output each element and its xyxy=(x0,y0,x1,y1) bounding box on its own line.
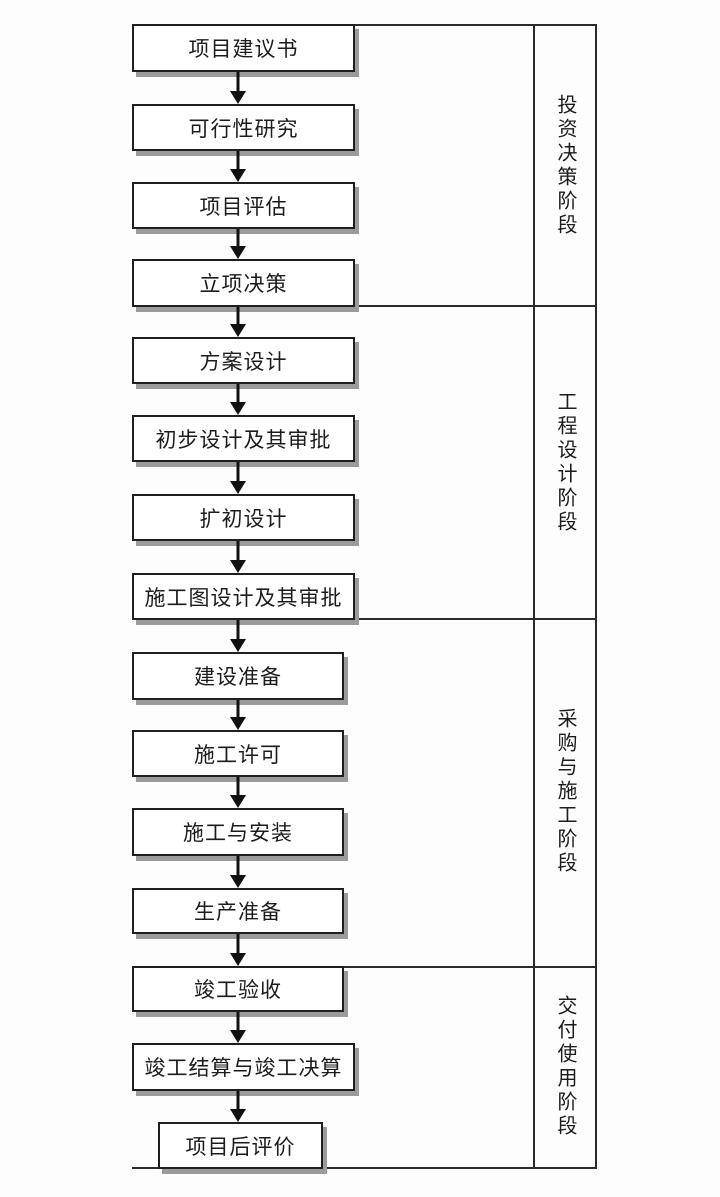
down-arrow-icon xyxy=(230,541,246,573)
arrow-head xyxy=(230,246,246,259)
flow-step-label: 初步设计及其审批 xyxy=(155,427,332,452)
arrow-head xyxy=(230,324,246,337)
flow-step-label: 施工与安装 xyxy=(183,821,293,845)
phase-column-border xyxy=(533,24,597,1169)
phase-divider-line-1 xyxy=(132,305,597,307)
phase-label-delivery-use: 交付使用阶段 xyxy=(533,966,597,1167)
phase-label-investment-decision: 投资决策阶段 xyxy=(533,24,597,307)
arrow-shaft xyxy=(236,856,240,876)
arrow-shaft xyxy=(236,72,240,92)
phase-divider-line-bottom xyxy=(132,1167,597,1169)
down-arrow-icon xyxy=(230,620,246,652)
arrow-head xyxy=(230,91,246,104)
down-arrow-icon xyxy=(230,229,246,259)
phase-label-text: 工程设计阶段 xyxy=(554,390,576,535)
flow-step-label: 竣工结算与竣工决算 xyxy=(144,1056,343,1080)
arrow-head xyxy=(230,560,246,573)
phase-divider-line-2 xyxy=(132,618,597,620)
down-arrow-icon xyxy=(230,151,246,182)
arrow-shaft xyxy=(236,620,240,640)
flow-step-box-expanded-design: 扩初设计 xyxy=(132,494,355,541)
arrow-head xyxy=(230,639,246,652)
arrow-head xyxy=(230,402,246,415)
flow-step-box-construction-permit: 施工许可 xyxy=(132,730,344,777)
flow-step-box-construction-preparation: 建设准备 xyxy=(132,652,344,700)
flow-step-box-completion-acceptance: 竣工验收 xyxy=(132,966,344,1012)
arrow-head xyxy=(230,1030,246,1043)
flow-step-label: 扩初设计 xyxy=(199,506,288,531)
arrow-head xyxy=(230,875,246,888)
arrow-head xyxy=(230,169,246,182)
flow-step-label: 项目后评价 xyxy=(185,1134,296,1159)
down-arrow-icon xyxy=(230,72,246,104)
flow-step-box-project-proposal: 项目建议书 xyxy=(132,24,355,72)
arrow-shaft xyxy=(236,229,240,247)
arrow-head xyxy=(230,717,246,730)
phase-label-text: 采购与施工阶段 xyxy=(554,708,576,876)
flow-step-box-construction-installation: 施工与安装 xyxy=(132,808,344,856)
arrow-shaft xyxy=(236,1012,240,1031)
flow-step-box-production-preparation: 生产准备 xyxy=(132,888,344,934)
arrow-shaft xyxy=(236,151,240,170)
flow-step-label: 竣工验收 xyxy=(194,978,282,1002)
down-arrow-icon xyxy=(230,777,246,808)
down-arrow-icon xyxy=(230,856,246,888)
down-arrow-icon xyxy=(230,384,246,415)
flow-step-label: 项目评估 xyxy=(199,194,288,219)
phase-divider-line-top xyxy=(132,24,597,26)
flow-step-label: 施工许可 xyxy=(194,742,282,767)
arrow-shaft xyxy=(236,541,240,561)
down-arrow-icon xyxy=(230,1012,246,1043)
arrow-shaft xyxy=(236,462,240,482)
flow-step-label: 可行性研究 xyxy=(188,116,299,141)
arrow-shaft xyxy=(236,934,240,954)
arrow-shaft xyxy=(236,307,240,325)
down-arrow-icon xyxy=(230,1091,246,1122)
down-arrow-icon xyxy=(230,462,246,494)
flow-step-box-completion-settlement: 竣工结算与竣工决算 xyxy=(132,1043,355,1091)
arrow-head xyxy=(230,1109,246,1122)
down-arrow-icon xyxy=(230,700,246,730)
phase-label-procurement-construction: 采购与施工阶段 xyxy=(533,618,597,966)
flow-step-label: 项目建议书 xyxy=(188,37,299,61)
flow-step-label: 建设准备 xyxy=(194,665,282,689)
arrow-head xyxy=(230,481,246,494)
arrow-shaft xyxy=(236,1091,240,1110)
down-arrow-icon xyxy=(230,307,246,337)
flow-step-box-scheme-design: 方案设计 xyxy=(132,337,355,384)
arrow-shaft xyxy=(236,384,240,403)
arrow-head xyxy=(230,953,246,966)
phase-label-text: 交付使用阶段 xyxy=(554,994,576,1139)
flow-step-box-approval-decision: 立项决策 xyxy=(132,259,355,307)
flow-step-box-project-evaluation: 项目评估 xyxy=(132,182,355,229)
flow-step-box-construction-drawings: 施工图设计及其审批 xyxy=(132,573,355,620)
arrow-shaft xyxy=(236,777,240,796)
arrow-head xyxy=(230,795,246,808)
flow-step-label: 生产准备 xyxy=(194,900,282,924)
flow-step-label: 方案设计 xyxy=(199,349,288,374)
flow-step-label: 立项决策 xyxy=(199,272,288,296)
flow-step-label: 施工图设计及其审批 xyxy=(144,585,343,610)
phase-divider-line-3 xyxy=(132,966,597,968)
flow-step-box-feasibility-study: 可行性研究 xyxy=(132,104,355,151)
arrow-shaft xyxy=(236,700,240,718)
down-arrow-icon xyxy=(230,934,246,966)
phase-label-text: 投资决策阶段 xyxy=(554,93,576,238)
phase-label-engineering-design: 工程设计阶段 xyxy=(533,307,597,618)
flow-step-box-preliminary-design: 初步设计及其审批 xyxy=(132,415,355,462)
flow-step-box-post-project-evaluation: 项目后评价 xyxy=(158,1122,323,1169)
